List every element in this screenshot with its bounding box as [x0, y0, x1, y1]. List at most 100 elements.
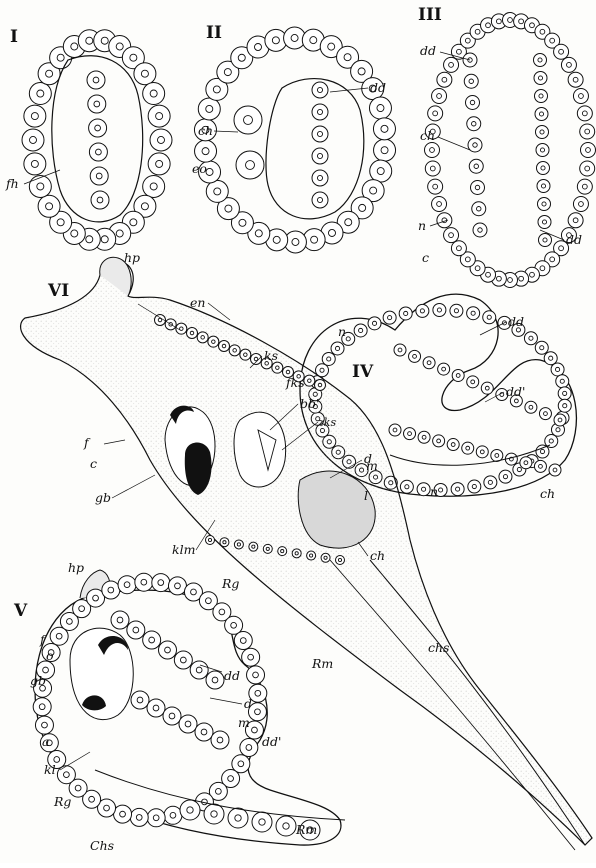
endoderm-cell	[197, 332, 208, 343]
endoderm-cell	[159, 641, 177, 659]
endoderm-cell	[88, 95, 106, 113]
epithelial-cell	[164, 806, 182, 824]
epithelial-cell	[573, 88, 588, 103]
numeral-figure-ii: II	[206, 23, 222, 43]
epithelial-cell	[428, 106, 443, 121]
epithelial-cell	[33, 698, 51, 716]
epithelial-cell	[535, 341, 548, 354]
epithelial-cell	[558, 399, 571, 412]
endoderm-cell	[234, 540, 243, 549]
epithelial-cell	[416, 304, 429, 317]
epithelial-cell	[118, 576, 136, 594]
label-fig6-fks: fks	[285, 375, 305, 390]
endoderm-cell	[249, 542, 258, 551]
epithelial-cell	[38, 195, 60, 217]
endoderm-cell	[468, 138, 482, 152]
endoderm-cell	[211, 731, 229, 749]
epithelial-cell	[556, 375, 569, 388]
epithelial-cell	[561, 57, 576, 72]
label-fig6-hp: hp	[124, 250, 140, 265]
endoderm-cell	[292, 549, 301, 558]
endoderm-cell	[534, 460, 546, 472]
endoderm-cell	[535, 90, 548, 103]
endoderm-cell	[418, 431, 430, 443]
endoderm-cell	[219, 341, 230, 352]
endoderm-cell	[423, 357, 435, 369]
endoderm-cell	[538, 198, 551, 211]
epithelial-cell	[554, 44, 569, 59]
epithelial-cell	[148, 153, 170, 175]
epithelial-cell	[373, 118, 395, 140]
endoderm-cell	[537, 162, 550, 175]
epithelial-cell	[322, 352, 335, 365]
label-fig3-c: c	[422, 250, 429, 265]
endoderm-cell	[143, 631, 161, 649]
figure-ii	[194, 27, 395, 253]
numeral-figure-i: I	[10, 27, 18, 47]
label-fig2-dd: dd	[370, 80, 386, 95]
endoderm-cell	[174, 651, 192, 669]
endoderm-cell	[263, 544, 272, 553]
label-fig3-dd-bottom: dd	[566, 232, 582, 247]
epithelial-cell	[331, 342, 344, 355]
endoderm-cell	[433, 435, 445, 447]
label-fig5-kl: kl	[44, 762, 56, 777]
endoderm-cell	[312, 192, 328, 208]
label-fig3-n: n	[418, 218, 426, 233]
endoderm-cell	[251, 354, 262, 365]
endoderm-cell	[535, 108, 548, 121]
endoderm-cell	[447, 439, 459, 451]
endoderm-cell	[469, 159, 483, 173]
endoderm-cell	[276, 816, 296, 836]
label-fig4-ch: ch	[540, 486, 555, 501]
endoderm-cell	[180, 800, 200, 820]
label-fig2-ch: ch	[198, 123, 213, 138]
epithelial-cell	[484, 476, 497, 489]
endoderm-cell	[240, 349, 251, 360]
epithelial-cell	[150, 129, 172, 151]
label-fig3-dd-top: dd	[420, 43, 436, 58]
epithelial-cell	[433, 304, 446, 317]
endoderm-cell	[467, 117, 481, 131]
endoderm-cell	[312, 148, 328, 164]
epithelial-cell	[580, 124, 595, 139]
figure-i-outer-cells	[22, 30, 172, 251]
figure-ii-outer-cells	[194, 27, 395, 253]
epithelial-cell	[551, 363, 564, 376]
endoderm-cell	[111, 611, 129, 629]
endoderm-cell	[87, 71, 105, 89]
label-fig5-Rg: Rg	[53, 794, 71, 809]
endoderm-cell	[466, 96, 480, 110]
label-fig3-ch: ch	[420, 128, 435, 143]
epithelial-cell	[432, 197, 447, 212]
endoderm-cell	[394, 344, 406, 356]
epithelial-cell	[198, 98, 220, 120]
epithelial-cell	[437, 213, 452, 228]
epithelial-cell	[577, 179, 592, 194]
label-fig5-dd: dd	[224, 668, 240, 683]
figure-vi-body-outline	[21, 261, 592, 845]
epithelial-cell	[425, 161, 440, 176]
endoderm-cell	[236, 151, 264, 179]
epithelial-cell	[428, 179, 443, 194]
epithelial-cell	[444, 228, 459, 243]
epithelial-cell	[369, 97, 391, 119]
epithelial-cell	[147, 809, 165, 827]
label-fig6-gb: gb	[95, 490, 111, 505]
label-fig6-l: l	[364, 488, 368, 503]
epithelial-cell	[451, 483, 464, 496]
endoderm-cell	[476, 446, 488, 458]
label-fig6-bb: bb'	[300, 396, 319, 411]
numeral-figure-iii: III	[418, 5, 442, 25]
epithelial-cell	[568, 213, 583, 228]
epithelial-cell	[24, 105, 46, 127]
label-fig6-klm: klm	[172, 542, 195, 557]
epithelial-cell	[134, 63, 156, 85]
figure-iii-inner-cells	[463, 53, 552, 247]
endoderm-cell	[187, 328, 198, 339]
epithelial-cell	[558, 387, 571, 400]
epithelial-cell	[400, 480, 413, 493]
label-fig1-fh: fh	[5, 176, 19, 191]
endoderm-cell	[312, 170, 328, 186]
endoderm-cell	[252, 812, 272, 832]
